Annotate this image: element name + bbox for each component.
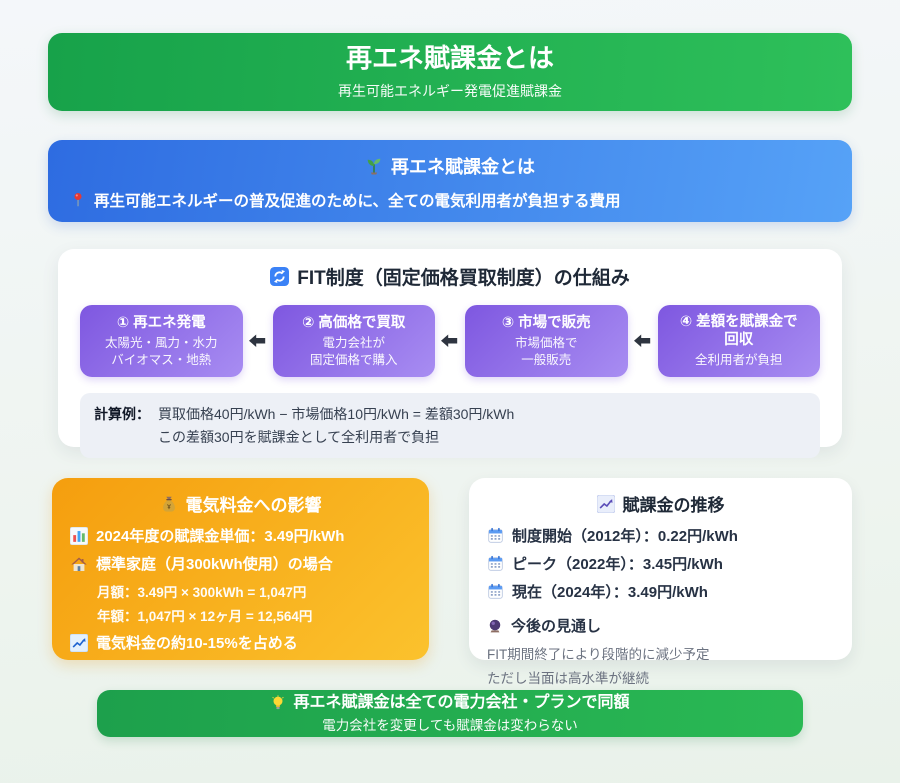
definition-description: 再生可能エネルギーの普及促進のために、全ての電気利用者が負担する費用: [94, 193, 621, 210]
definition-title: 再エネ賦課金とは: [391, 157, 535, 177]
impact-share: 電気料金の約10-15%を占める: [96, 635, 298, 652]
trend-outlook-note-1: FIT期間終了により段階的に減少予定: [487, 647, 710, 662]
fit-step-3: ③ 市場で販売 市場価格で 一般販売: [465, 305, 628, 378]
hero-banner: 再エネ賦課金とは 再生可能エネルギー発電促進賦課金: [48, 33, 852, 111]
impact-unit-price-item: 2024年度の賦課金単価：3.49円/kWh: [70, 525, 411, 546]
fit-step-1-line: 太陽光・風力・水力: [104, 335, 218, 350]
crystal-ball-icon: [487, 618, 503, 634]
fit-step-2-line: 電力会社が: [322, 335, 385, 350]
arrow-left-icon: [243, 305, 273, 377]
impact-household: 標準家庭（月300kWh使用）の場合: [96, 556, 333, 573]
trend-current: 現在（2024年）：3.49円/kWh: [512, 584, 708, 601]
impact-card-title: 電気料金への影響: [185, 496, 322, 515]
calendar-icon: [487, 555, 504, 572]
impact-yearly: 年額：1,047円 × 12ヶ月 = 12,564円: [97, 609, 313, 624]
footer-title-row: 再エネ賦課金は全ての電力会社・プランで同額: [270, 693, 630, 712]
fit-step-2-line: 固定価格で購入: [309, 352, 398, 367]
impact-share-item: 電気料金の約10-15%を占める: [70, 632, 411, 653]
fit-step-3-line: 一般販売: [521, 352, 572, 367]
fit-step-1-line: バイオマス・地熱: [111, 352, 212, 367]
calculation-line-2: この差額30円を賦課金として全利用者で負担: [158, 428, 440, 445]
trend-outlook-note-2: ただし当面は高水準が継続: [487, 671, 649, 686]
trend-item-peak: ピーク（2022年）：3.45円/kWh: [487, 553, 834, 574]
fit-step-2: ② 高価格で買取 電力会社が 固定価格で購入: [272, 305, 435, 378]
fit-step-2-title: ② 高価格で買取: [302, 314, 406, 331]
trend-start: 制度開始（2012年）：0.22円/kWh: [512, 528, 738, 545]
calculation-line-1: 買取価格40円/kWh − 市場価格10円/kWh = 差額30円/kWh: [158, 406, 515, 423]
fit-step-4-line: 全利用者が負担: [694, 353, 783, 368]
calculation-lines: 買取価格40円/kWh − 市場価格10円/kWh = 差額30円/kWh この…: [158, 403, 514, 448]
impact-unit-price: 2024年度の賦課金単価：3.49円/kWh: [96, 528, 345, 545]
footer-title: 再エネ賦課金は全ての電力会社・プランで同額: [293, 693, 630, 711]
definition-description-row: 再生可能エネルギーの普及促進のために、全ての電気利用者が負担する費用: [70, 189, 830, 211]
fit-step-1: ① 再エネ発電 太陽光・風力・水力 バイオマス・地熱: [80, 305, 243, 378]
calculation-label: 計算例：: [94, 406, 150, 423]
refresh-icon: [270, 267, 290, 286]
calculation-example: 計算例： 買取価格40円/kWh − 市場価格10円/kWh = 差額30円/k…: [80, 393, 820, 458]
house-icon: [70, 555, 88, 573]
impact-monthly: 月額：3.49円 × 300kWh = 1,047円: [97, 585, 307, 600]
fit-step-4-title: ④ 差額を賦課金で回収: [679, 314, 798, 349]
trend-item-current: 現在（2024年）：3.49円/kWh: [487, 581, 834, 602]
detail-cards-row: 電気料金への影響 2024年度の賦課金単価：3.49円/kWh: [52, 478, 852, 686]
calendar-icon: [487, 583, 504, 600]
fit-step-4: ④ 差額を賦課金で回収 全利用者が負担: [657, 305, 820, 378]
trend-card-title: 賦課金の推移: [622, 496, 725, 515]
money-bag-icon: [160, 495, 178, 513]
pushpin-icon: [70, 192, 86, 208]
fit-step-3-title: ③ 市場で販売: [501, 314, 591, 331]
page-title: 再エネ賦課金とは: [345, 43, 554, 74]
impact-card: 電気料金への影響 2024年度の賦課金単価：3.49円/kWh: [52, 478, 429, 660]
definition-title-row: 再エネ賦課金とは: [70, 153, 830, 179]
footer-subtitle: 電力会社を変更しても賦課金は変わらない: [322, 718, 578, 734]
seedling-icon: [365, 157, 383, 175]
fit-card: FIT制度（固定価格買取制度）の仕組み ① 再エネ発電 太陽光・風力・水力 バイ…: [58, 249, 842, 458]
trend-card: 賦課金の推移 制度開始（2012年）：0.22円/kWh: [469, 478, 852, 686]
chart-up-icon: [596, 494, 615, 513]
trend-peak: ピーク（2022年）：3.45円/kWh: [512, 556, 723, 573]
bulb-icon: [270, 694, 286, 711]
fit-title-row: FIT制度（固定価格買取制度）の仕組み: [80, 263, 820, 290]
trend-item-start: 制度開始（2012年）：0.22円/kWh: [487, 525, 834, 546]
chart-up-icon: [70, 633, 88, 652]
impact-household-item: 標準家庭（月300kWh使用）の場合: [70, 553, 411, 574]
definition-banner: 再エネ賦課金とは 再生可能エネルギーの普及促進のために、全ての電気利用者が負担す…: [48, 140, 852, 222]
page-subtitle: 再生可能エネルギー発電促進賦課金: [338, 82, 562, 99]
trend-card-title-row: 賦課金の推移: [487, 491, 834, 516]
fit-title: FIT制度（固定価格買取制度）の仕組み: [297, 268, 630, 289]
calendar-icon: [487, 527, 504, 544]
arrow-left-icon: [435, 305, 465, 377]
fit-step-3-line: 市場価格で: [514, 335, 578, 350]
bar-chart-icon: [70, 526, 88, 545]
impact-card-title-row: 電気料金への影響: [70, 491, 411, 516]
trend-outlook-title: 今後の見通し: [511, 618, 602, 635]
footer-banner: 再エネ賦課金は全ての電力会社・プランで同額 電力会社を変更しても賦課金は変わらな…: [97, 690, 803, 737]
fit-flow: ① 再エネ発電 太陽光・風力・水力 バイオマス・地熱 ② 高価格で買取 電力会社…: [80, 305, 820, 378]
trend-outlook-row: 今後の見通し: [487, 615, 834, 636]
arrow-left-icon: [628, 305, 658, 377]
fit-step-1-title: ① 再エネ発電: [116, 314, 206, 331]
